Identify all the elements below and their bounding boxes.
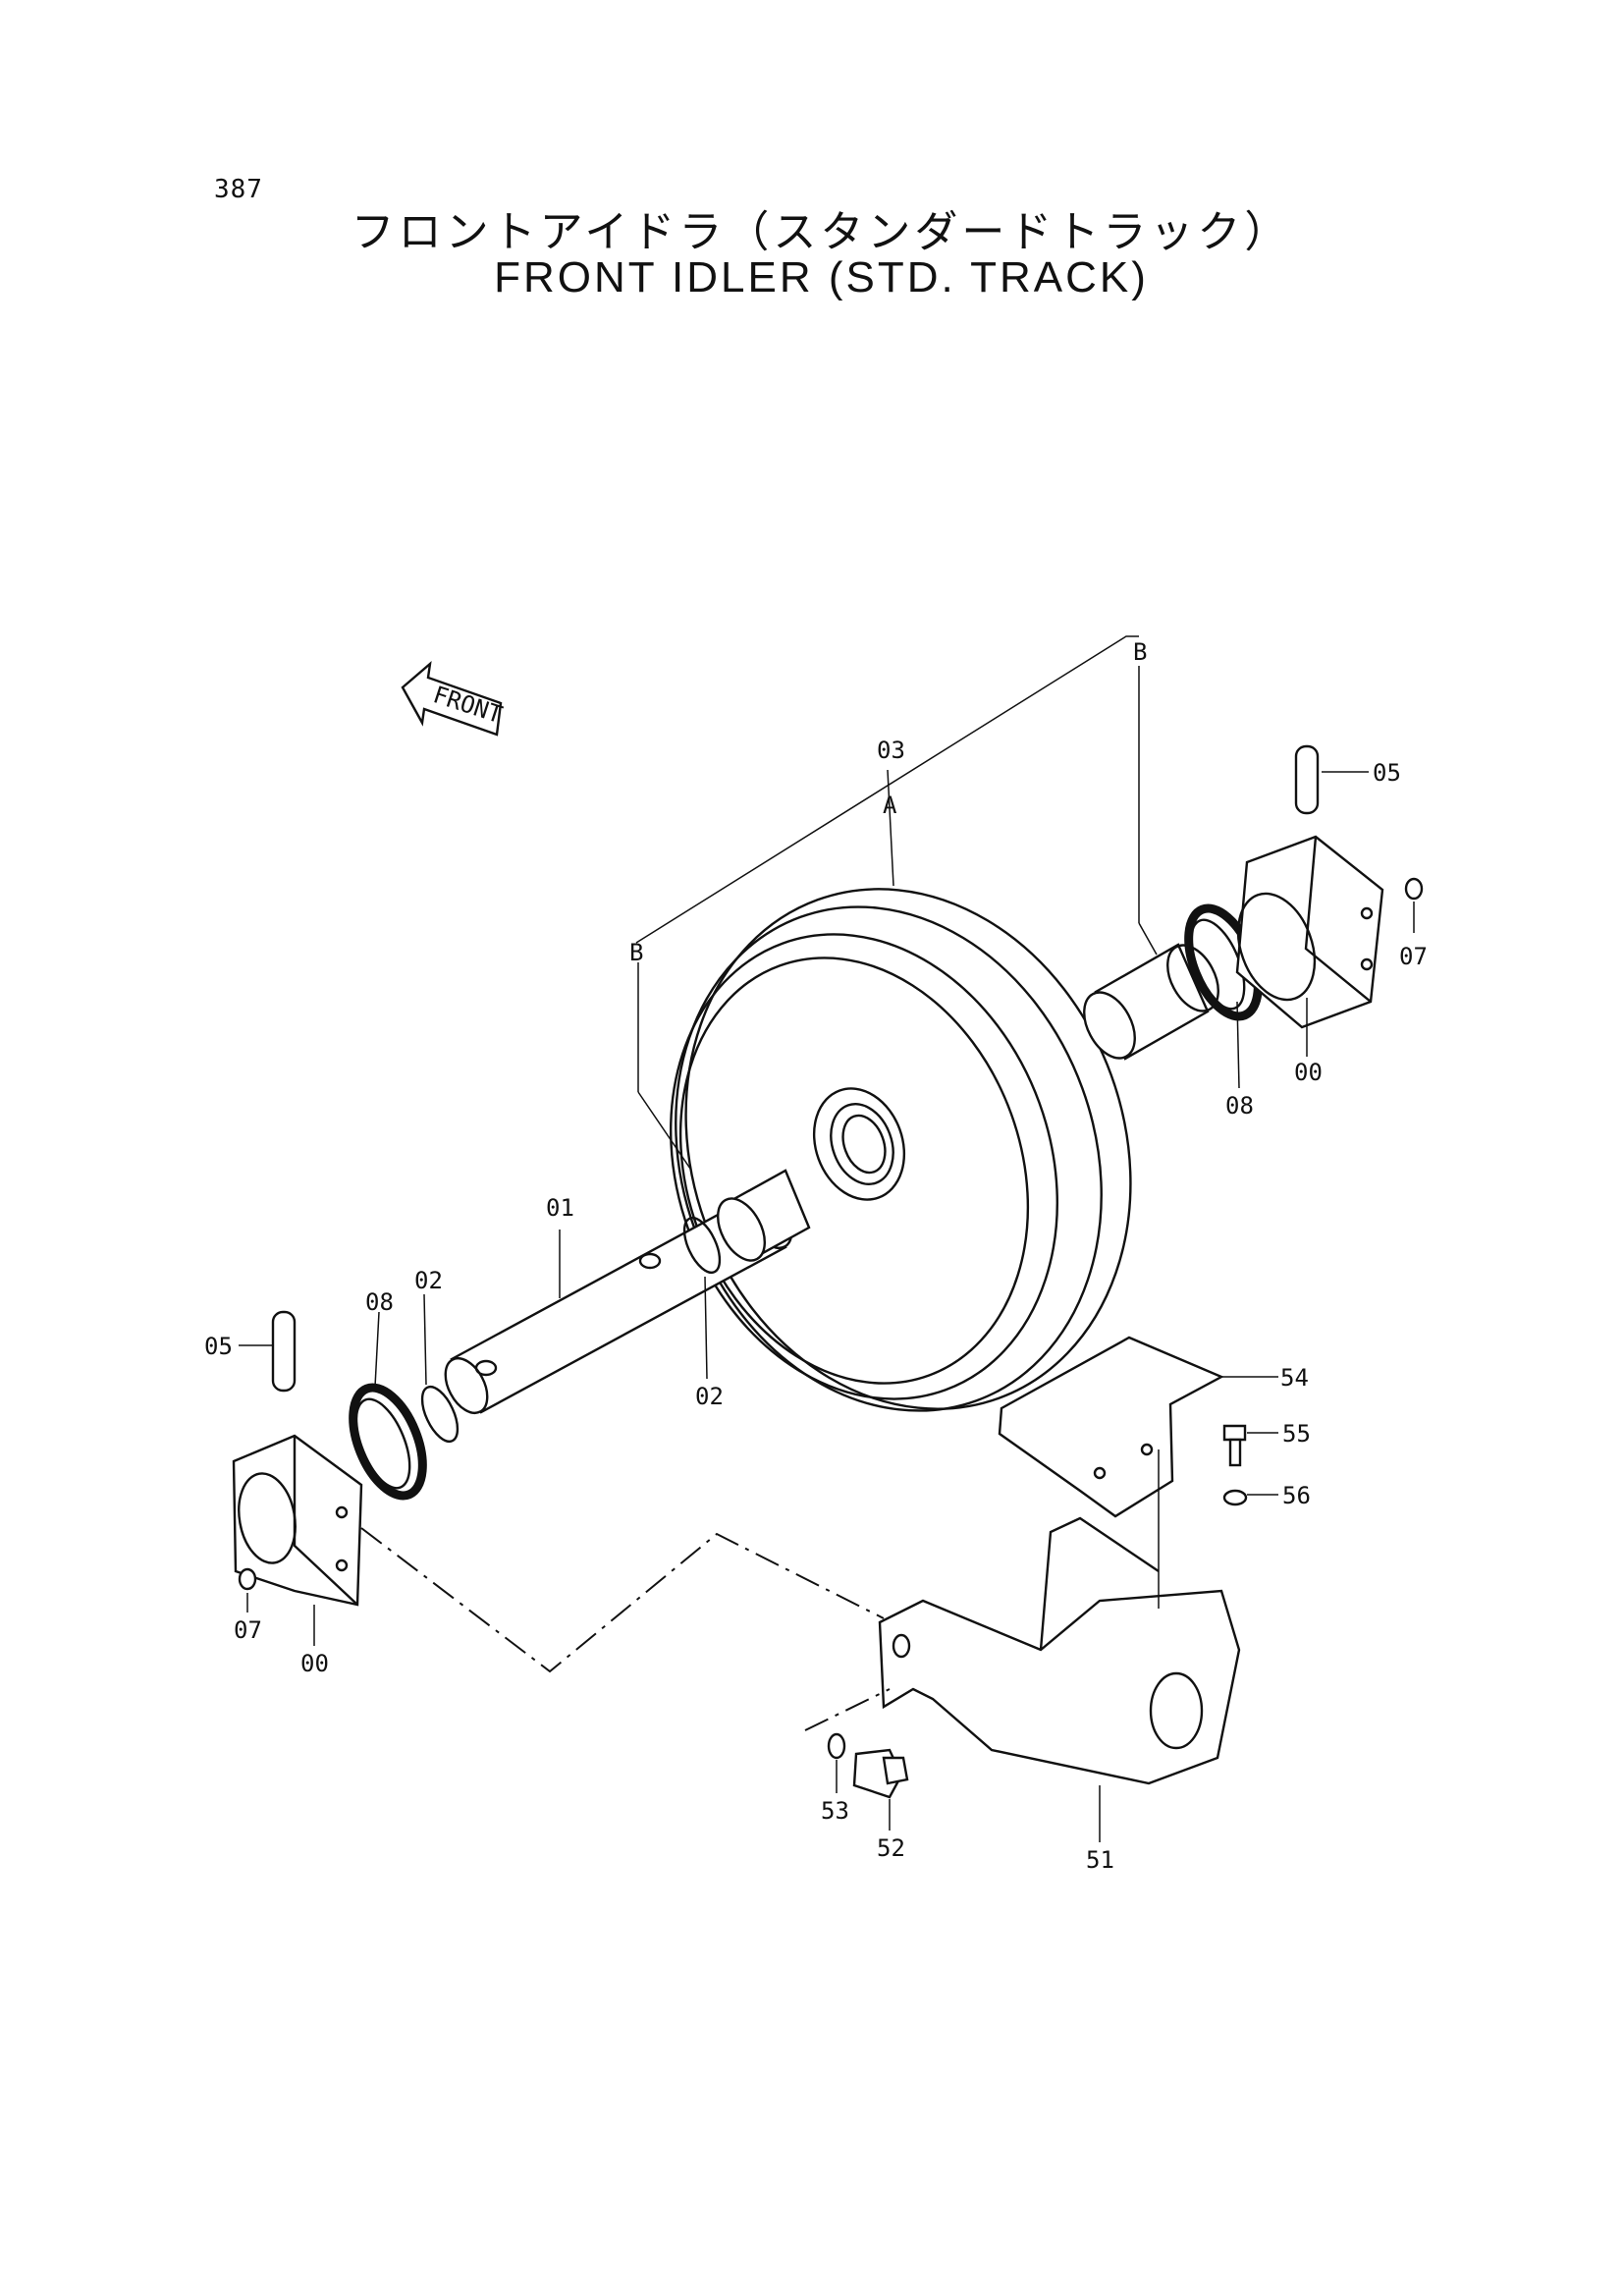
callout-ref-b-top: B [1133, 638, 1147, 666]
page-title-english: FRONT IDLER (STD. TRACK) [494, 253, 1149, 301]
callout-54: 54 [1280, 1364, 1309, 1392]
leader-lines [239, 769, 1415, 1842]
cover-plate [998, 1336, 1224, 1518]
assembly-line-bolt-52 [804, 1688, 891, 1731]
bolt-55 [1222, 1424, 1247, 1467]
callout-02-bottom: 02 [695, 1383, 724, 1410]
collar-right [1083, 943, 1219, 1061]
callout-01: 01 [546, 1194, 574, 1222]
idler-yoke [878, 1516, 1241, 1785]
page-number: 387 [214, 175, 263, 204]
callout-05-left: 05 [204, 1333, 233, 1360]
callout-53: 53 [821, 1797, 849, 1825]
callout-07-right: 07 [1399, 943, 1428, 970]
o-rings [420, 1216, 722, 1444]
callout-56: 56 [1282, 1482, 1311, 1509]
callout-07-left: 07 [234, 1616, 262, 1644]
bolt-52 [852, 1748, 909, 1799]
washer-56 [1222, 1489, 1248, 1506]
callout-52: 52 [877, 1834, 905, 1862]
callout-02-top: 02 [414, 1267, 443, 1294]
callout-08-right: 08 [1225, 1092, 1254, 1120]
callout-03: 03 [877, 737, 905, 764]
page-title-japanese: フロントアイドラ（スタンダードトラック） [351, 207, 1292, 257]
idler-wheel [670, 888, 1132, 1412]
callout-05-right: 05 [1373, 759, 1401, 787]
callout-ref-a: A [883, 792, 897, 819]
bearing-block-right [1235, 744, 1384, 1029]
assembly-line-left-block [360, 1527, 885, 1673]
callout-08-left: 08 [365, 1288, 394, 1316]
callout-00-left: 00 [300, 1650, 329, 1677]
callout-00-right: 00 [1294, 1059, 1323, 1086]
collar-left [716, 1169, 811, 1262]
bearing-block-left [232, 1310, 363, 1607]
washer-53 [827, 1732, 846, 1760]
plugs [238, 877, 1424, 1591]
front-arrow-icon: FRONT [401, 661, 506, 737]
callout-ref-b-left: B [629, 939, 643, 966]
callout-51: 51 [1086, 1846, 1114, 1874]
callout-55: 55 [1282, 1420, 1311, 1448]
